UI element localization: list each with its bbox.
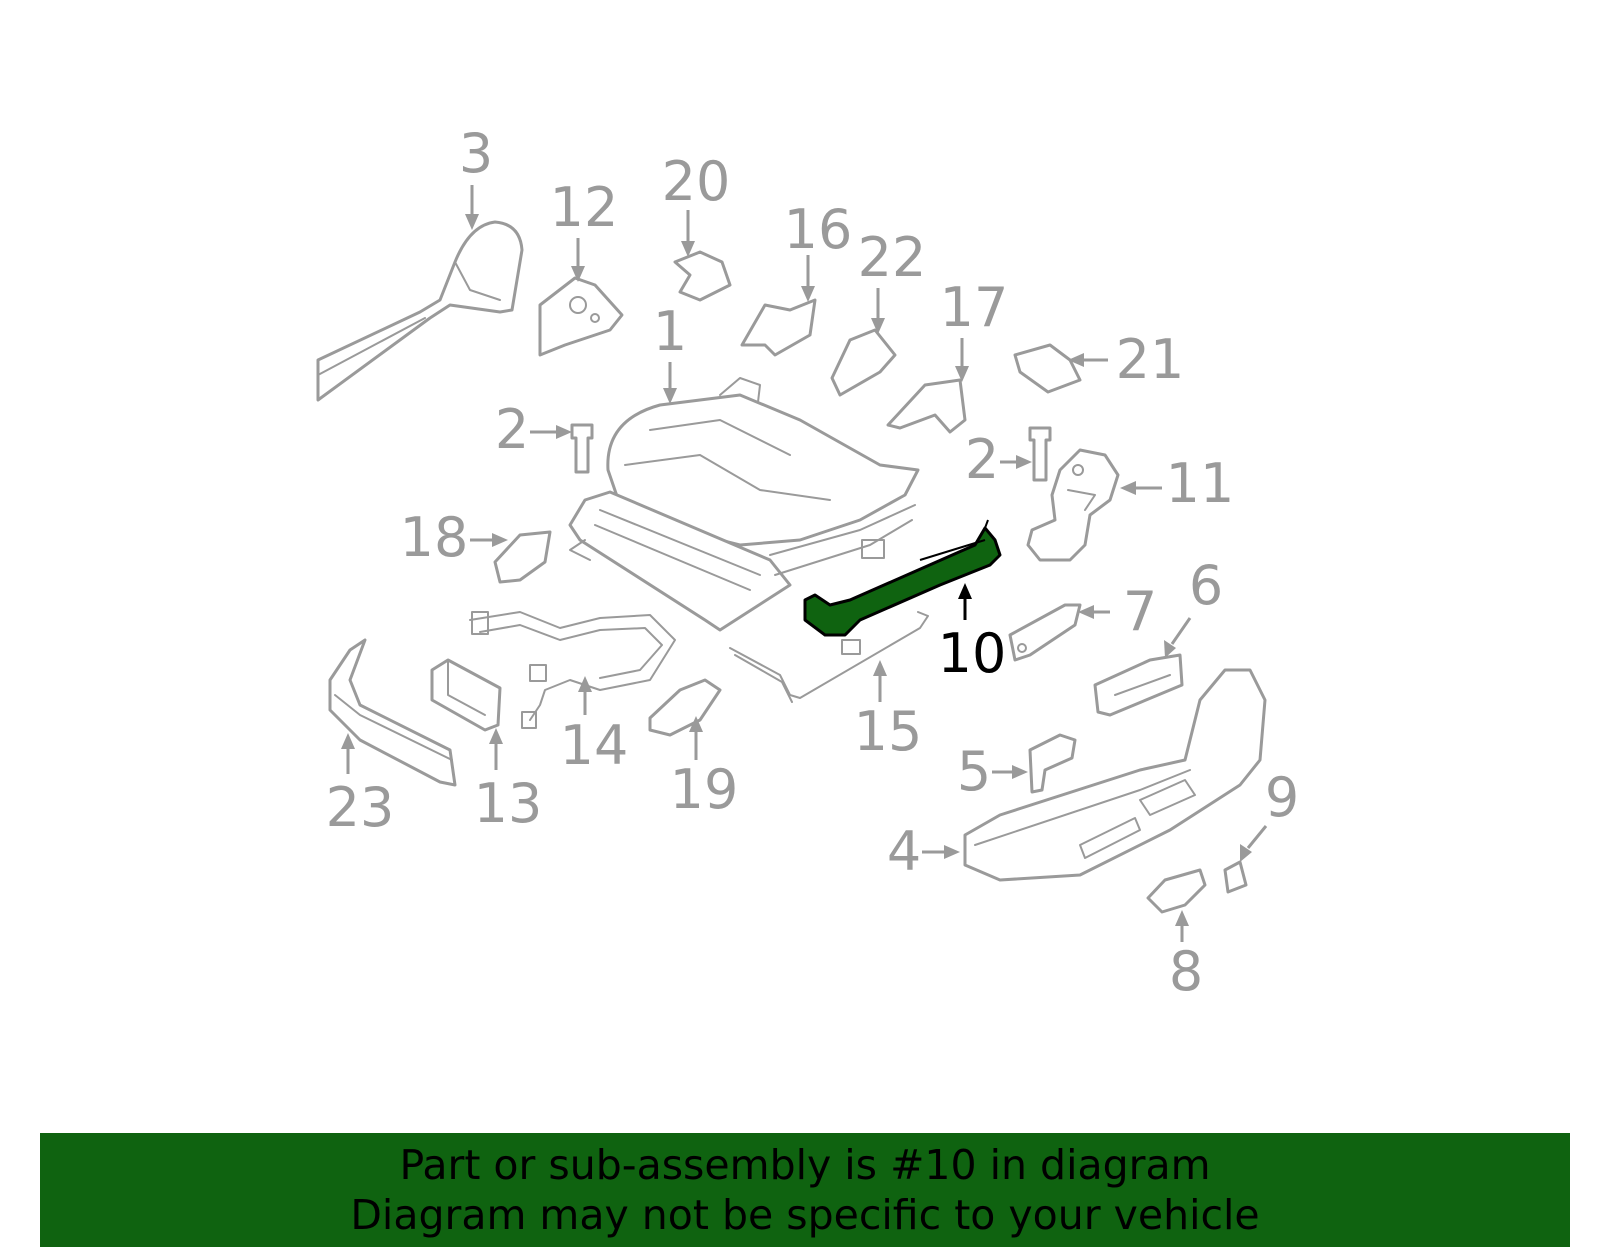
- part-12-bracket: [538, 276, 624, 357]
- part-8-knob: [1146, 868, 1207, 914]
- part-16-bracket: [740, 298, 817, 357]
- callout-11: 11: [1166, 452, 1235, 515]
- info-banner: Part or sub-assembly is #10 in diagram D…: [40, 1133, 1570, 1247]
- part-2-bolt-left: [570, 423, 594, 474]
- callout-3: 3: [459, 122, 493, 185]
- callout-6: 6: [1189, 554, 1223, 617]
- part-13-module: [430, 658, 502, 732]
- callout-18: 18: [400, 506, 469, 569]
- part-10-highlighted-cover: [803, 519, 1002, 637]
- callout-20: 20: [662, 150, 731, 213]
- part-4-side-shield: [963, 668, 1267, 882]
- callout-21: 21: [1116, 328, 1185, 391]
- part-5-bracket: [1028, 733, 1077, 794]
- banner-line-1: Part or sub-assembly is #10 in diagram: [399, 1141, 1211, 1189]
- callout-5: 5: [957, 740, 991, 803]
- part-6-switch: [1093, 653, 1184, 717]
- part-23-front-trim: [328, 638, 457, 787]
- callout-8: 8: [1169, 940, 1203, 1003]
- callout-4: 4: [887, 820, 921, 883]
- callout-7: 7: [1123, 580, 1157, 643]
- part-1-seat-frame: [568, 377, 920, 632]
- part-22-cover: [830, 328, 897, 397]
- part-7-bracket: [1008, 603, 1082, 662]
- callout-22: 22: [858, 226, 927, 289]
- part-19-bracket: [648, 678, 722, 737]
- callout-19: 19: [670, 758, 739, 821]
- banner-line-2: Diagram may not be specific to your vehi…: [350, 1191, 1260, 1239]
- part-2-bolt-right: [1028, 426, 1052, 482]
- callout-16: 16: [784, 198, 853, 261]
- part-15-rod: [729, 611, 929, 703]
- callout-1: 1: [653, 300, 687, 363]
- part-14-wire-harness: [469, 611, 676, 729]
- callout-2-left: 2: [495, 398, 529, 461]
- callout-2-right: 2: [965, 428, 999, 491]
- callout-23: 23: [326, 776, 395, 839]
- callout-10: 10: [938, 622, 1007, 685]
- part-18-bracket: [493, 530, 552, 584]
- callout-15: 15: [854, 700, 923, 763]
- callout-12: 12: [550, 176, 619, 239]
- part-21-clip: [1013, 343, 1082, 394]
- callout-14: 14: [560, 714, 629, 777]
- part-17-bracket: [886, 378, 967, 434]
- part-9-knob: [1223, 860, 1248, 894]
- callout-9: 9: [1265, 766, 1299, 829]
- part-3-side-cover: [316, 220, 524, 402]
- part-11-motor: [1026, 448, 1120, 562]
- callout-13: 13: [474, 772, 543, 835]
- callout-17: 17: [940, 276, 1009, 339]
- part-20-clip: [673, 250, 732, 302]
